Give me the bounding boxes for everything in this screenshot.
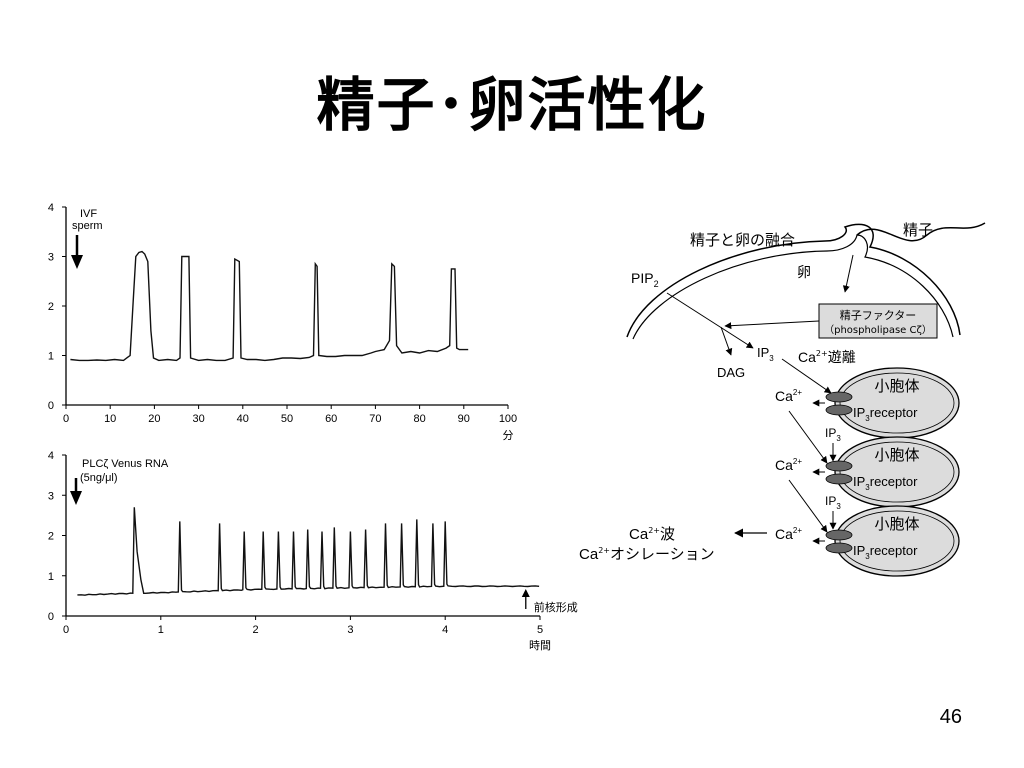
ca-to-er2-arrow: [788, 410, 828, 464]
y-tick-label: 3: [48, 490, 54, 502]
ip3-label-3: IP3: [825, 494, 841, 511]
sperm-factor-enzyme: （phospholipase Cζ）: [824, 324, 932, 336]
egg-membrane-outer: [626, 223, 961, 338]
ivf-calcium-chart: 0 10 20 30 40 50 60 70 80 90 100 0 1 2 3 4 IVF sperm 分: [48, 202, 517, 442]
x-tick-label: 80: [413, 413, 425, 425]
y-tick-label: 0: [48, 400, 54, 412]
y-tick-label: 2: [48, 301, 54, 313]
sperm-factor-box: [818, 303, 938, 339]
plc-zeta-calcium-chart: 0 1 2 3 4 5 0 1 2 3 4 PLCζ Venus RNA (5ng/μl) 前核形成…: [48, 450, 578, 652]
egg-membrane-inner: [632, 234, 954, 340]
ca-label-3: Ca2+: [775, 526, 802, 542]
pronucleus-label: 前核形成: [534, 600, 578, 614]
er-vesicle-2: 小胞体 IP3receptor: [825, 436, 960, 508]
y-tick-label: 4: [48, 450, 54, 462]
y-tick-label: 1: [48, 351, 54, 363]
pronucleus-arrow: [521, 589, 530, 609]
x-tick-label: 1: [158, 624, 164, 636]
ip3-to-er-arrow: [781, 358, 832, 394]
pip2-to-dag-arrow: [720, 326, 733, 356]
x-tick-label: 30: [192, 413, 204, 425]
x-tick-label: 0: [63, 413, 69, 425]
x-axis-label: 時間: [529, 639, 551, 652]
tick-group: 0 1 2 3 4 5 0 1 2 3 4: [48, 450, 543, 636]
fusion-label: 精子と卵の融合: [690, 231, 795, 249]
sperm-to-factor-arrow: [842, 254, 854, 293]
ca-label-2: Ca2+: [775, 457, 802, 473]
y-tick-label: 0: [48, 611, 54, 623]
slide-title: 精子･卵活性化: [316, 71, 708, 139]
x-tick-label: 0: [63, 624, 69, 636]
annotation-concentration: (5ng/μl): [80, 472, 118, 484]
x-tick-label: 2: [253, 624, 259, 636]
x-tick-label: 50: [281, 413, 293, 425]
x-tick-label: 100: [499, 413, 517, 425]
ca-to-er3-arrow: [788, 479, 828, 533]
x-axis-label: 分: [503, 429, 514, 442]
x-tick-label: 20: [148, 413, 160, 425]
sperm-label: 精子: [903, 221, 933, 239]
er-label: 小胞体: [874, 377, 919, 395]
ip3-receptor-label: IP3receptor: [853, 474, 918, 492]
ip3-receptor-label: IP3receptor: [853, 405, 918, 423]
er-label: 小胞体: [874, 515, 919, 533]
er-vesicle-3: 小胞体 IP3receptor: [825, 505, 960, 577]
annotation-plc-zeta-rna: PLCζ Venus RNA: [82, 458, 169, 470]
x-tick-label: 5: [537, 624, 543, 636]
calcium-trace-plc-zeta: [77, 507, 540, 596]
start-arrow: [70, 478, 82, 505]
y-tick-label: 3: [48, 252, 54, 264]
ip3-label-2: IP3: [825, 426, 841, 443]
x-tick-label: 90: [458, 413, 470, 425]
x-tick-label: 3: [347, 624, 353, 636]
er-vesicle-1: 小胞体 IP3receptor: [825, 367, 960, 439]
pip2-label: PIP2: [631, 270, 659, 289]
calcium-trace-ivf: [70, 250, 469, 362]
x-tick-label: 60: [325, 413, 337, 425]
y-tick-label: 2: [48, 531, 54, 543]
annotation-sperm: sperm: [72, 220, 103, 232]
sperm-tail: [856, 222, 986, 242]
start-arrow: [71, 235, 83, 269]
ip3-receptor-label: IP3receptor: [853, 543, 918, 561]
ip3-label: IP3: [757, 345, 774, 363]
egg-label: 卵: [797, 265, 811, 281]
x-tick-label: 10: [104, 413, 116, 425]
y-tick-label: 4: [48, 202, 54, 214]
er-label: 小胞体: [874, 446, 919, 464]
tick-group: 0 10 20 30 40 50 60 70 80 90 100 0 1 2 3 4: [48, 202, 517, 425]
ca-oscillation-label: Ca2+オシレーション: [579, 545, 715, 563]
factor-to-pip2-arrow: [724, 320, 820, 330]
x-tick-label: 4: [442, 624, 448, 636]
ca-release-label: Ca2+遊離: [798, 349, 856, 366]
x-tick-label: 70: [369, 413, 381, 425]
x-tick-label: 40: [237, 413, 249, 425]
dag-label: DAG: [717, 365, 745, 380]
annotation-ivf: IVF: [80, 208, 97, 220]
ca-wave-label: Ca2+波: [629, 525, 675, 543]
ca-label-1: Ca2+: [775, 388, 802, 404]
pip2-to-ip3-arrow: [666, 292, 754, 349]
sperm-factor-label: 精子ファクター: [840, 309, 917, 322]
y-tick-label: 1: [48, 571, 54, 583]
egg-activation-diagram: 精子と卵の融合 精子 卵 精子ファクター （phospholipase Cζ） …: [579, 221, 986, 577]
page-number: 46: [939, 706, 962, 728]
